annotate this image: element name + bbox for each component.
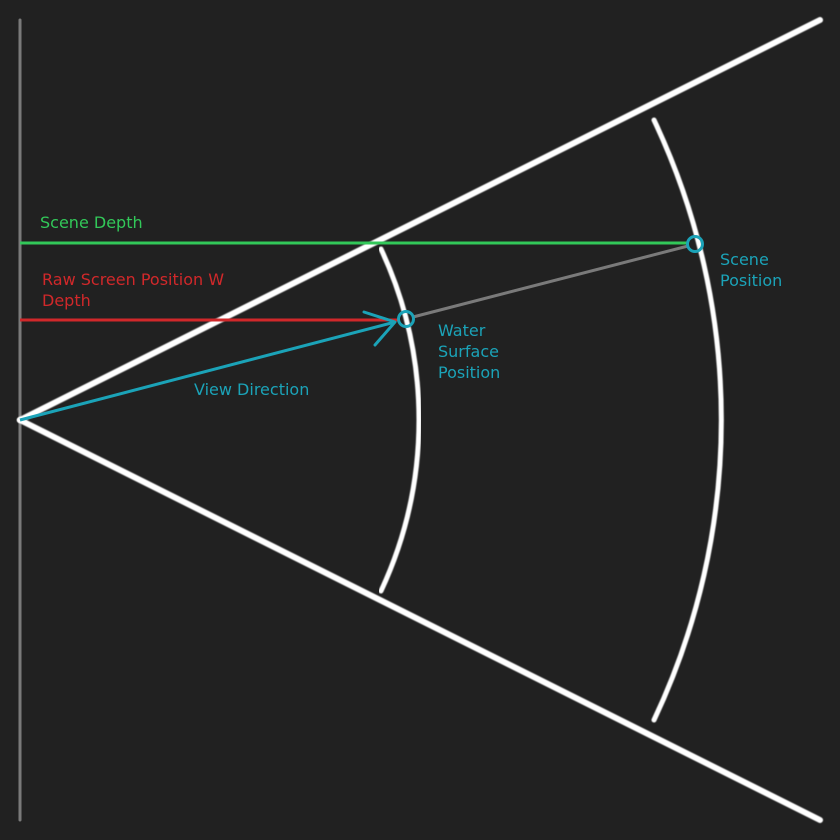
raw-screen-w-depth-label-line2: Depth xyxy=(42,291,91,310)
scene-arc xyxy=(651,117,724,723)
frustum-upper-edge xyxy=(17,17,823,423)
scene-ray-line xyxy=(412,244,689,319)
raw-screen-w-depth-label: Raw Screen Position W Depth xyxy=(42,269,224,311)
water-surface-position-label: Water Surface Position xyxy=(438,320,500,383)
view-direction-arrow xyxy=(19,320,396,422)
view-direction-label: View Direction xyxy=(194,380,310,399)
water-surface-position-marker xyxy=(397,310,415,328)
scene-depth-label: Scene Depth xyxy=(40,213,143,232)
scene-position-label-line2: Position xyxy=(720,271,783,290)
water-surface-position-label-line3: Position xyxy=(438,363,501,382)
water-surface-arc xyxy=(378,246,422,594)
scene-position-label-line1: Scene xyxy=(720,250,769,269)
scene-position-marker xyxy=(686,235,704,253)
scene-position-label: Scene Position xyxy=(720,249,782,291)
water-surface-position-label-line1: Water xyxy=(438,321,486,340)
frustum-lower-edge xyxy=(17,417,823,823)
water-surface-position-label-line2: Surface xyxy=(438,342,499,361)
view-direction-arrowhead xyxy=(362,310,397,347)
raw-screen-w-depth-label-line1: Raw Screen Position W xyxy=(42,270,225,289)
